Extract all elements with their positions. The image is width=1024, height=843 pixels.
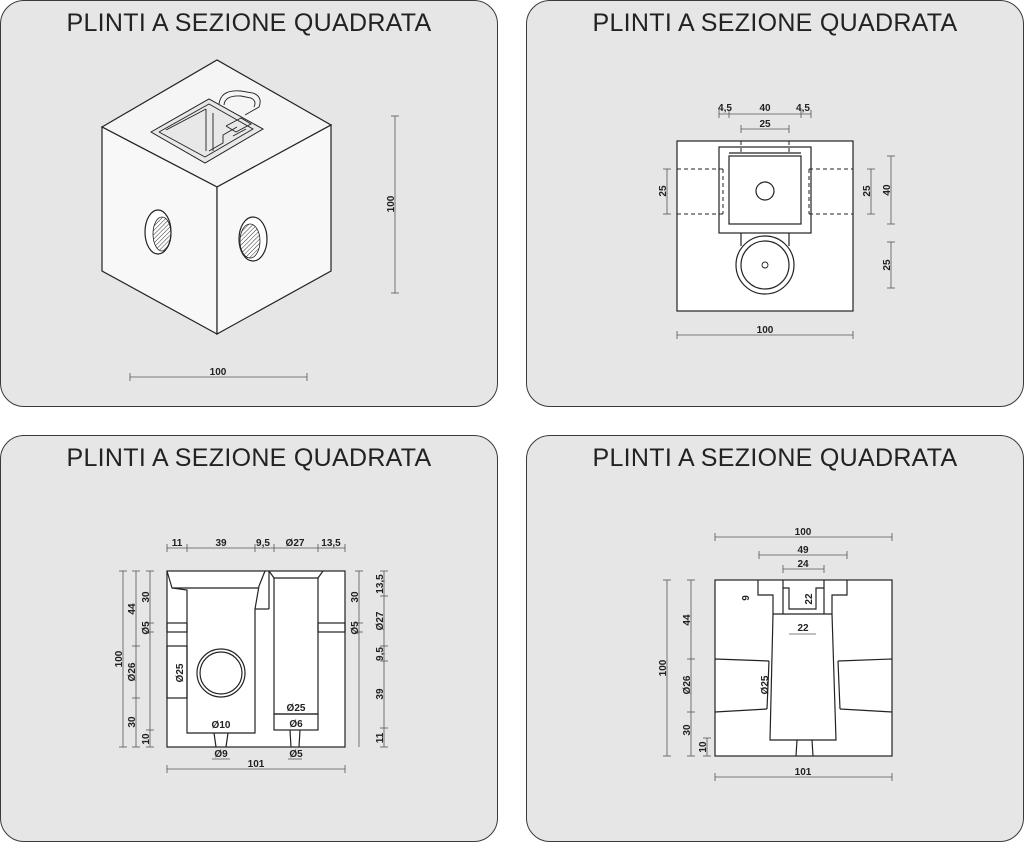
dim-d5-bottom: Ø5 <box>289 749 303 760</box>
dim-top-24: 24 <box>797 559 809 570</box>
dim-inner: 25 <box>759 119 771 130</box>
panel-title: PLINTI A SEZIONE QUADRATA <box>66 9 432 37</box>
dim-22h: 22 <box>797 623 809 634</box>
dim-right-39: 39 <box>375 688 386 700</box>
dim-left-30: 30 <box>682 724 693 736</box>
dim-right-11: 11 <box>375 732 386 743</box>
dim-right-30: 30 <box>350 591 361 603</box>
cube-right-face <box>216 123 332 336</box>
panel-title: PLINTI A SEZIONE QUADRATA <box>592 9 958 37</box>
pipe-outer <box>735 235 795 295</box>
panel-section-front: PLINTI A SEZIONE QUADRATA Ø25 Ø10 Ø25 Ø6… <box>0 435 498 842</box>
dim-left-d26: Ø26 <box>682 675 693 694</box>
dim-left-44: 44 <box>682 614 693 626</box>
dim-d25: Ø25 <box>760 675 771 694</box>
dim-top-d27: Ø27 <box>286 538 305 549</box>
dim-left-30a: 30 <box>141 591 152 603</box>
dim-top-11: 11 <box>172 538 183 549</box>
left-bore <box>196 648 246 698</box>
dim-top-135: 13,5 <box>321 538 341 549</box>
dim-width: 100 <box>210 367 227 378</box>
dim-left-d26: Ø26 <box>127 662 138 681</box>
dim-left-44: 44 <box>127 603 138 615</box>
dim-bottom-101: 101 <box>795 767 812 778</box>
dim-right-40: 40 <box>882 184 893 196</box>
dim-top-100: 100 <box>795 527 812 538</box>
side-section-drawing: 9 22 22 Ø25 100 49 24 100 44 Ø26 30 10 <box>658 527 893 781</box>
dim-right-25: 25 <box>862 185 873 197</box>
dim-top-left: 4,5 <box>718 103 732 114</box>
dim-height: 100 <box>386 195 397 212</box>
plan-outline <box>676 140 854 312</box>
dim-top-mid: 40 <box>759 103 771 114</box>
side-outline <box>714 579 893 757</box>
panel-plan: PLINTI A SEZIONE QUADRATA 4,5 40 4,5 <box>526 0 1024 407</box>
dim-right-135: 13,5 <box>375 574 386 594</box>
dim-d9: Ø9 <box>214 749 228 760</box>
plan-drawing: 4,5 40 4,5 25 25 25 40 25 100 <box>658 103 895 339</box>
dim-top-39: 39 <box>215 538 227 549</box>
dim-left-100: 100 <box>658 659 669 676</box>
center-hole <box>755 181 775 201</box>
dim-right-low-25: 25 <box>882 259 893 271</box>
panel-section-side: PLINTI A SEZIONE QUADRATA 9 22 22 Ø25 10… <box>526 435 1024 842</box>
dim-left-10: 10 <box>141 733 152 745</box>
dim-top-95: 9,5 <box>256 538 270 549</box>
dim-bottom-101: 101 <box>248 759 265 770</box>
dim-top-right: 4,5 <box>796 103 810 114</box>
dim-left-30b: 30 <box>127 716 138 728</box>
dim-22v: 22 <box>804 593 815 605</box>
panel-title: PLINTI A SEZIONE QUADRATA <box>66 444 432 472</box>
section-drawing: Ø25 Ø10 Ø25 Ø6 Ø9 Ø5 11 39 9,5 Ø27 13,5 … <box>114 538 388 773</box>
dim-right-95: 9,5 <box>375 647 386 661</box>
dim-left-25: 25 <box>658 185 669 197</box>
dim-d10: Ø10 <box>212 720 231 731</box>
dim-right-d5: Ø5 <box>350 621 361 635</box>
dim-d25-left: Ø25 <box>175 663 186 682</box>
top-recess <box>149 98 265 164</box>
panel-title: PLINTI A SEZIONE QUADRATA <box>592 444 958 472</box>
panel-isometric: PLINTI A SEZIONE QUADRATA 100 <box>0 0 498 407</box>
dim-9: 9 <box>741 595 752 601</box>
dim-left-10: 10 <box>698 741 709 753</box>
dim-bottom: 100 <box>757 325 774 336</box>
outer-channel <box>718 146 812 234</box>
isometric-drawing: 100 100 <box>100 59 399 381</box>
dim-left-100: 100 <box>114 650 125 667</box>
inner-channel <box>728 155 802 225</box>
dim-left-d5: Ø5 <box>141 621 152 635</box>
dim-d6: Ø6 <box>289 719 303 730</box>
dim-right-d27: Ø27 <box>375 611 386 630</box>
dim-d25-right: Ø25 <box>287 703 306 714</box>
dim-top-49: 49 <box>797 545 809 556</box>
